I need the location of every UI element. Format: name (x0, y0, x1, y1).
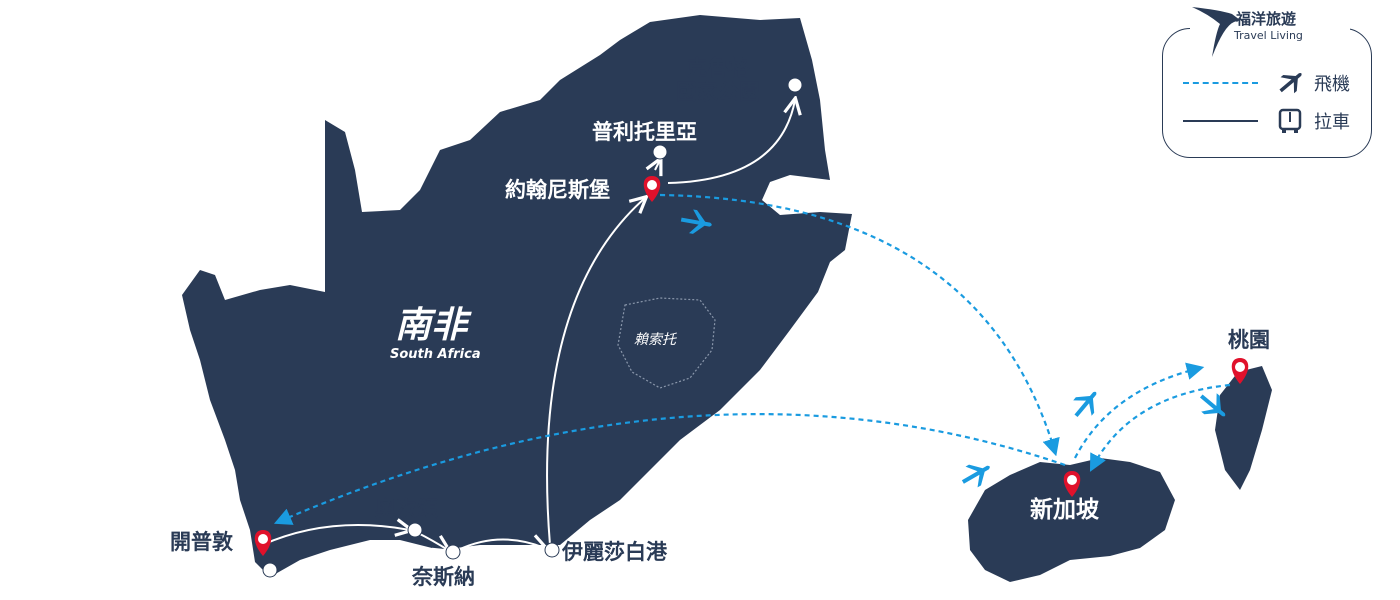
label-cape-town: 開普敦 (170, 530, 233, 554)
brand-tagline: Travel Living (1234, 29, 1303, 42)
dashed-line-swatch (1183, 82, 1258, 84)
singapore-land (968, 458, 1175, 582)
bus-routes (261, 100, 795, 550)
label-singapore: 新加坡 (1030, 497, 1099, 523)
brand-logo: 福洋旅遊 Travel Living (1190, 2, 1350, 60)
airplane-icon (1279, 73, 1302, 94)
label-knysna: 奈斯納 (412, 565, 475, 589)
label-johannesburg: 約翰尼斯堡 (505, 178, 610, 202)
label-lesotho: 賴索托 (634, 332, 676, 348)
legend-bus-label: 拉車 (1314, 112, 1350, 133)
eagle-logo-icon (1192, 7, 1240, 57)
label-oudtshoorn: 奧次頌 (375, 497, 438, 521)
legend-flight-label: 飛機 (1314, 74, 1350, 95)
taiwan-land (1215, 366, 1272, 490)
bus-icon (1278, 108, 1302, 133)
label-pretoria: 普利托里亞 (592, 120, 697, 144)
lesotho-border (617, 297, 716, 389)
legend-flight: 飛機 (1183, 69, 1350, 97)
brand-name: 福洋旅遊 (1236, 10, 1297, 28)
country-name: 南非 (395, 305, 468, 346)
label-port-elizabeth: 伊麗莎白港 (562, 540, 667, 564)
country-name-en: South Africa (390, 347, 481, 362)
stop-markers (262, 77, 803, 578)
south-africa-land (182, 15, 852, 577)
label-taoyuan: 桃園 (1228, 328, 1270, 352)
legend-bus: 拉車 (1183, 107, 1350, 135)
solid-line-swatch (1183, 120, 1258, 122)
label-kruger: 克魯格國家公園 (676, 56, 760, 105)
flight-routes (273, 193, 1231, 525)
